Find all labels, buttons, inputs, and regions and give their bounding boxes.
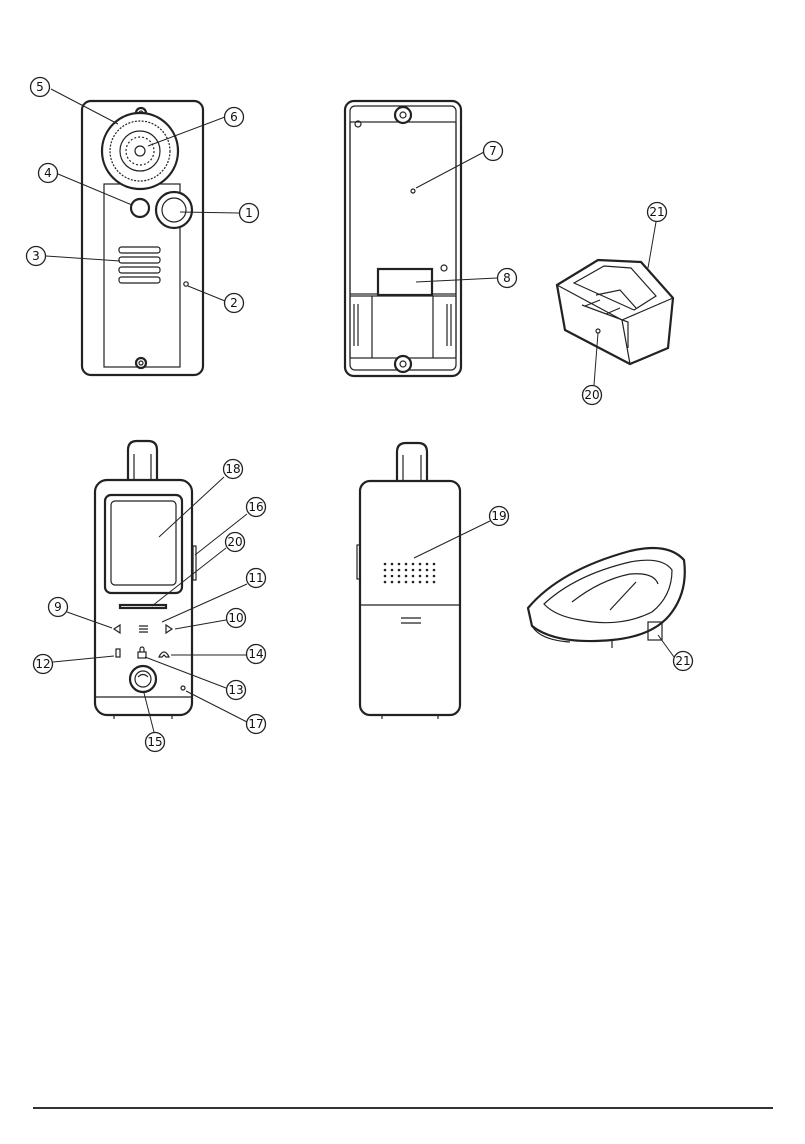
callout-17: 17 — [247, 715, 266, 734]
svg-text:15: 15 — [147, 735, 162, 749]
callout-5: 5 — [31, 78, 50, 97]
footer-rule — [33, 1107, 773, 1109]
callout-14: 14 — [247, 645, 266, 664]
svg-text:6: 6 — [230, 110, 238, 124]
outdoor-unit-front — [82, 101, 203, 375]
callout-21-top: 21 — [648, 203, 667, 222]
callout-13: 13 — [227, 681, 246, 700]
svg-text:10: 10 — [228, 611, 243, 625]
svg-text:21: 21 — [649, 205, 664, 219]
callout-19: 19 — [490, 507, 509, 526]
outdoor-unit-back — [345, 101, 461, 376]
svg-text:21: 21 — [675, 654, 690, 668]
callout-18: 18 — [224, 460, 243, 479]
callout-8: 8 — [498, 269, 517, 288]
svg-text:4: 4 — [44, 166, 52, 180]
svg-text:8: 8 — [503, 271, 511, 285]
charging-cradle-angled — [528, 548, 685, 648]
callout-21-bottom: 21 — [674, 652, 693, 671]
svg-text:20: 20 — [584, 388, 599, 402]
handset-back — [357, 443, 460, 719]
callout-10: 10 — [227, 609, 246, 628]
svg-text:14: 14 — [248, 647, 263, 661]
callout-6: 6 — [225, 108, 244, 127]
charging-cradle-front — [557, 260, 673, 364]
callout-2: 2 — [225, 294, 244, 313]
callout-4: 4 — [39, 164, 58, 183]
svg-text:20: 20 — [227, 535, 242, 549]
callout-16: 16 — [247, 498, 266, 517]
callout-20-top: 20 — [583, 386, 602, 405]
callout-20: 20 — [226, 533, 245, 552]
svg-text:13: 13 — [228, 683, 243, 697]
svg-text:16: 16 — [248, 500, 263, 514]
svg-text:2: 2 — [230, 296, 238, 310]
callout-11: 11 — [247, 569, 266, 588]
svg-text:19: 19 — [491, 509, 506, 523]
svg-text:7: 7 — [489, 144, 497, 158]
callout-9: 9 — [49, 598, 68, 617]
svg-text:3: 3 — [32, 249, 40, 263]
callout-1: 1 — [240, 204, 259, 223]
svg-text:1: 1 — [245, 206, 253, 220]
svg-text:18: 18 — [225, 462, 240, 476]
svg-text:5: 5 — [36, 80, 44, 94]
svg-text:11: 11 — [248, 571, 263, 585]
handset-front — [95, 441, 196, 719]
svg-text:12: 12 — [35, 657, 50, 671]
svg-text:17: 17 — [248, 717, 263, 731]
callout-3: 3 — [27, 247, 46, 266]
callout-7: 7 — [484, 142, 503, 161]
callout-15: 15 — [146, 733, 165, 752]
svg-text:9: 9 — [54, 600, 62, 614]
callout-12: 12 — [34, 655, 53, 674]
